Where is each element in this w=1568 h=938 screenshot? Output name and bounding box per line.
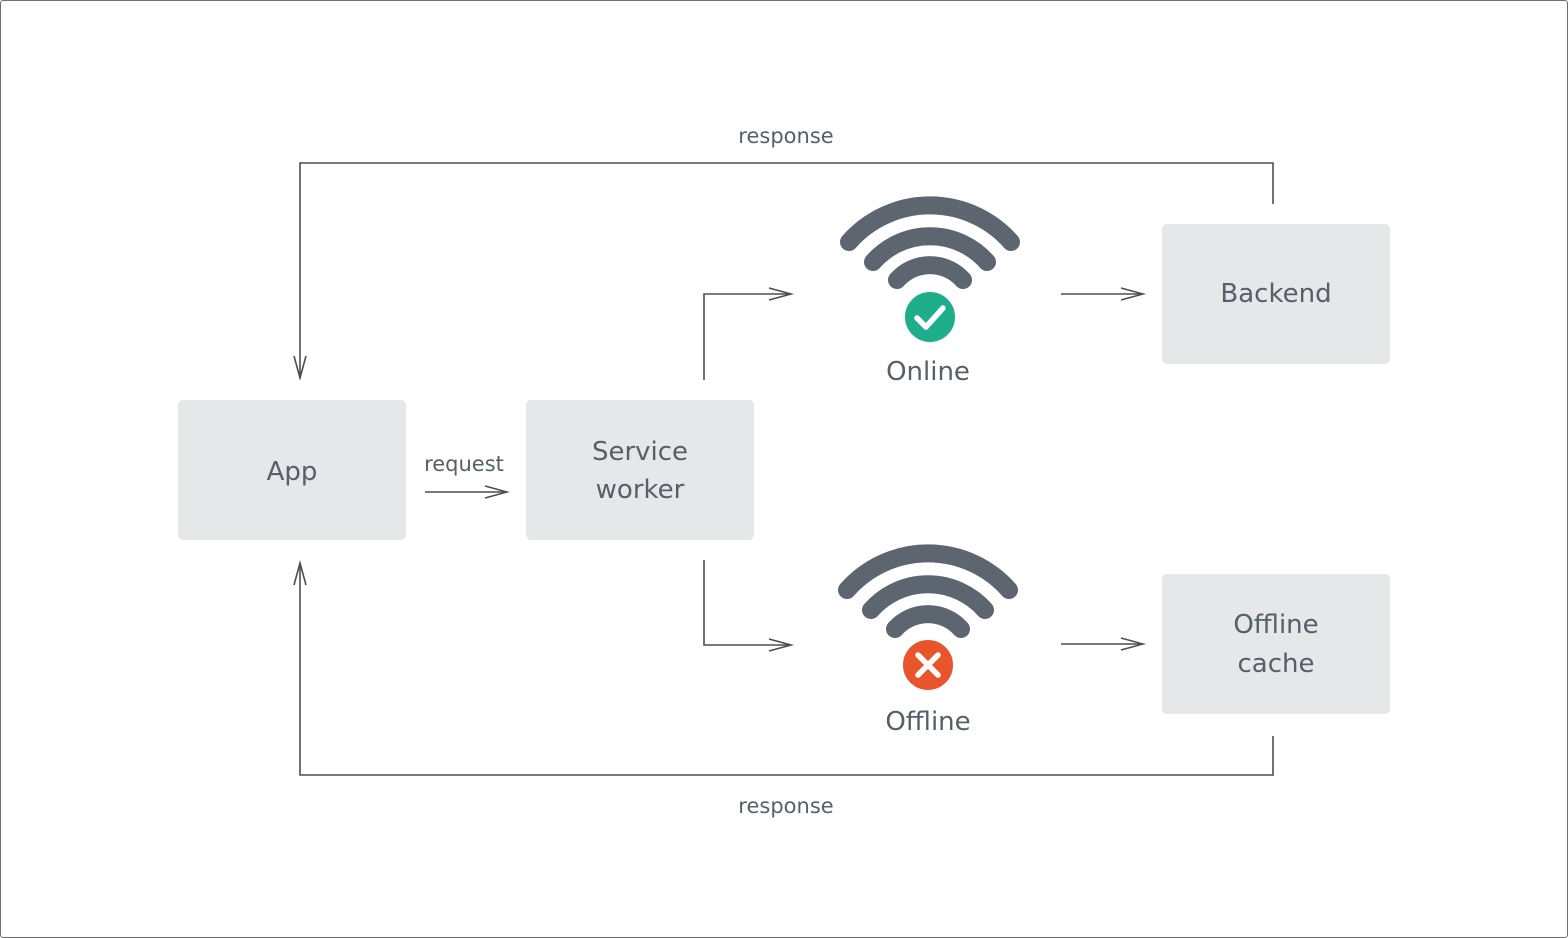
check-mark <box>914 305 946 330</box>
edge-response-bottom <box>293 559 1274 776</box>
cross-mark <box>915 652 941 678</box>
edge-request <box>425 485 511 499</box>
status-offline-label: Offline <box>885 707 970 737</box>
check-badge <box>901 288 959 346</box>
edge-label-response-bottom: response <box>738 794 833 818</box>
wifi-check-icon <box>840 196 1020 346</box>
node-service-worker: Service worker <box>526 400 754 540</box>
node-offline-cache-line1: Offline <box>1233 610 1318 640</box>
node-offline-cache-line2: cache <box>1238 649 1315 679</box>
node-backend: Backend <box>1162 224 1390 364</box>
node-app-label: App <box>267 457 318 487</box>
node-service-worker-line1: Service <box>592 437 688 467</box>
edge-worker-to-online <box>703 287 795 380</box>
node-app: App <box>178 400 406 540</box>
status-online-label: Online <box>886 357 970 387</box>
node-offline-cache: Offline cache <box>1162 574 1390 714</box>
node-service-worker-line2: worker <box>596 475 685 505</box>
edge-response-top <box>293 162 1274 382</box>
wifi-cross-icon <box>838 544 1018 694</box>
edge-label-response-top: response <box>738 124 833 148</box>
edge-offline-to-cache <box>1061 637 1147 651</box>
edge-online-to-backend <box>1061 287 1147 301</box>
edge-worker-to-offline <box>703 560 795 652</box>
edge-label-request: request <box>424 452 504 476</box>
node-backend-label: Backend <box>1220 279 1331 309</box>
